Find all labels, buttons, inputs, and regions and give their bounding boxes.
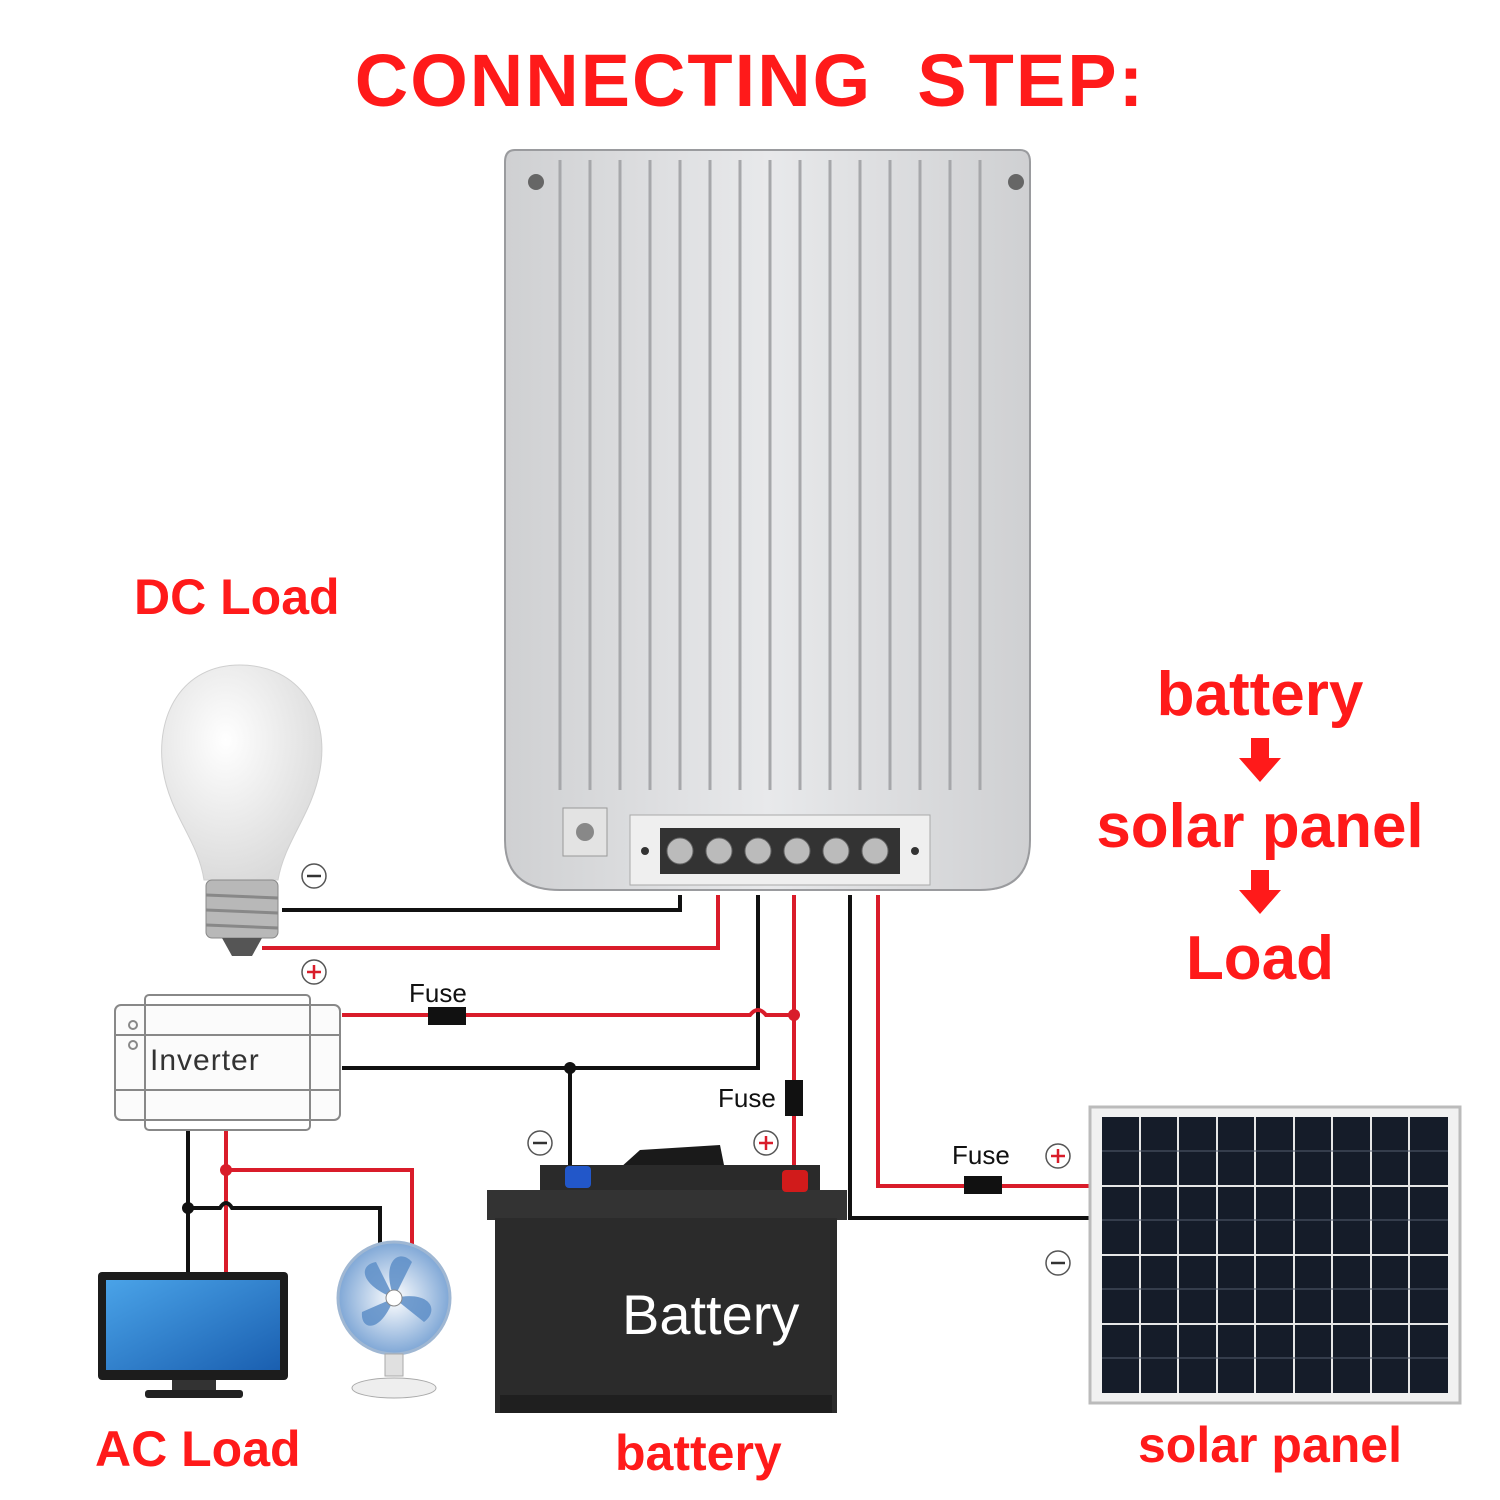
- inverter-label: Inverter: [150, 1044, 260, 1077]
- junctions: [220, 1009, 800, 1176]
- dc-load-label: DC Load: [134, 569, 340, 625]
- wire-dc-positive: [262, 895, 720, 950]
- page-title: CONNECTING STEP:: [354, 39, 1146, 122]
- wire-fan-red: [226, 1168, 414, 1250]
- step-battery: battery: [1156, 660, 1364, 729]
- solar-panel-icon: [1088, 1105, 1462, 1405]
- solar-panel-label: solar panel: [1138, 1417, 1402, 1473]
- wire-dc-negative: [282, 895, 682, 912]
- wires: [186, 895, 1090, 1272]
- fuse-solar: [964, 1176, 1002, 1194]
- fuse-battery: [785, 1080, 803, 1116]
- fan-icon: [336, 1240, 452, 1399]
- step-load: Load: [1185, 924, 1335, 993]
- step-solar-panel: solar panel: [1096, 792, 1424, 861]
- light-bulb-icon: [161, 664, 323, 956]
- inverter-icon: [114, 994, 341, 1131]
- monitor-icon: [98, 1272, 288, 1398]
- battery-icon: [487, 1145, 847, 1413]
- arrow-down-icon: [1080, 730, 1440, 792]
- wire-solar-negative: [848, 895, 1090, 1220]
- fuse-inverter-label: Fuse: [409, 978, 467, 1008]
- fuse-solar-label: Fuse: [952, 1140, 1010, 1170]
- battery-label: battery: [615, 1425, 782, 1481]
- wire-fan-black: [188, 1201, 382, 1250]
- charge-controller-icon: [504, 149, 1031, 891]
- wire-solar-positive: [876, 895, 1090, 1188]
- ac-load-label: AC Load: [95, 1421, 301, 1477]
- polarity-markers: [301, 863, 1071, 1276]
- wire-battery-negative: [342, 895, 760, 1070]
- fuse-battery-label: Fuse: [718, 1083, 776, 1113]
- arrow-down-icon: [1080, 862, 1440, 924]
- battery-body-label: Battery: [622, 1283, 800, 1346]
- fuse-inverter: [428, 1007, 466, 1025]
- wire-inverter-positive: [342, 1008, 794, 1017]
- connection-order: battery solar panel Load: [1080, 660, 1440, 994]
